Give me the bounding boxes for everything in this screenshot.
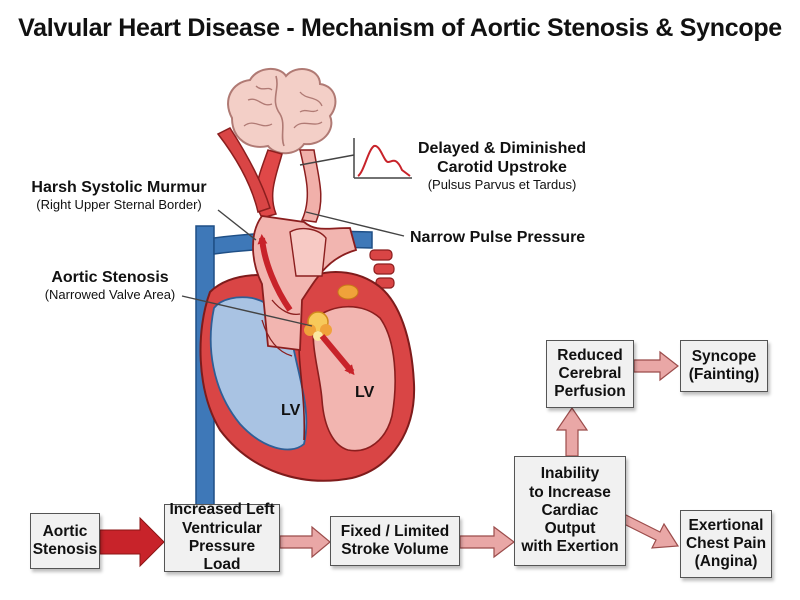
flow-box-line: Output [544,520,596,538]
flow-arrow-aorta [257,234,293,312]
flow-box-line: Cardiac [541,501,599,519]
carotid-arteries [216,127,322,223]
flow-box-line: to Increase [529,483,611,501]
leader-stenosis [181,295,313,327]
flow-arrows [99,350,680,568]
flow-box-line: Chest Pain [685,534,767,552]
leader-murmur [217,209,257,241]
pulmonary-vessels [369,249,395,289]
label-murmur-sub: (Right Upper Sternal Border) [36,197,202,213]
flow-box-line: Stroke Volume [341,541,449,558]
flow-box-line: Aortic [42,522,88,540]
label-stenosis-main: Aortic Stenosis [51,269,169,286]
flow-box-line: Pressure Load [188,538,256,574]
label-lv-right: LV [355,384,375,401]
heart-body [199,215,416,482]
flow-box-line: Syncope [691,347,757,365]
label-aortic-stenosis: Aortic Stenosis (Narrowed Valve Area) [28,268,192,303]
label-carotid-sub: (Pulsus Parvus et Tardus) [427,177,577,193]
flow-box-line: (Fainting) [688,366,760,383]
label-systolic-murmur: Harsh Systolic Murmur (Right Upper Stern… [14,178,224,213]
flow-box-pressure-load: Increased Left Ventricular Pressure Load [164,501,280,574]
flow-box-angina: Exertional Chest Pain (Angina) [680,510,772,578]
brain-icon [227,68,337,155]
leader-carotid [299,154,355,166]
label-narrow-pulse-pressure: Narrow Pulse Pressure [410,228,590,247]
diagram-title: Valvular Heart Disease - Mechanism of Ao… [18,14,782,42]
flow-box-line: Ventricular [181,519,263,537]
flow-box-line: (Angina) [694,553,758,571]
flow-box-line: Fixed / Limited [340,522,450,540]
flow-box-line: Cerebral [558,364,622,382]
flow-box-line: with Exertion [521,538,619,556]
flow-box-cerebral-perfusion: Reduced Cerebral Perfusion [546,340,634,408]
label-pulse-pressure-text: Narrow Pulse Pressure [410,229,586,246]
label-stenosis-sub: (Narrowed Valve Area) [44,287,176,303]
flow-box-line: Reduced [557,346,623,364]
label-murmur-main: Harsh Systolic Murmur [31,179,207,196]
flow-box-cardiac-output: Inability to Increase Cardiac Output wit… [514,456,626,566]
carotid-waveform-icon [353,138,412,179]
flow-box-aortic-stenosis: Aortic Stenosis [30,513,100,569]
flow-arrow-ventricle [319,334,355,376]
flow-box-syncope: Syncope (Fainting) [680,340,768,392]
flow-box-line: Perfusion [554,383,626,401]
flow-box-line: Inability [540,465,600,483]
label-lv-left: LV [281,402,301,419]
label-carotid-upstroke: Delayed & Diminished Carotid Upstroke (P… [404,139,600,193]
label-carotid-line1: Delayed & Diminished [417,140,587,157]
flow-box-line: Exertional [688,516,764,534]
flow-box-line: Increased Left [169,501,275,519]
flow-box-stroke-volume: Fixed / Limited Stroke Volume [330,516,460,566]
leader-pulse-pressure [305,211,405,237]
flow-box-line: Stenosis [32,541,98,558]
label-carotid-line2: Carotid Upstroke [437,159,567,177]
